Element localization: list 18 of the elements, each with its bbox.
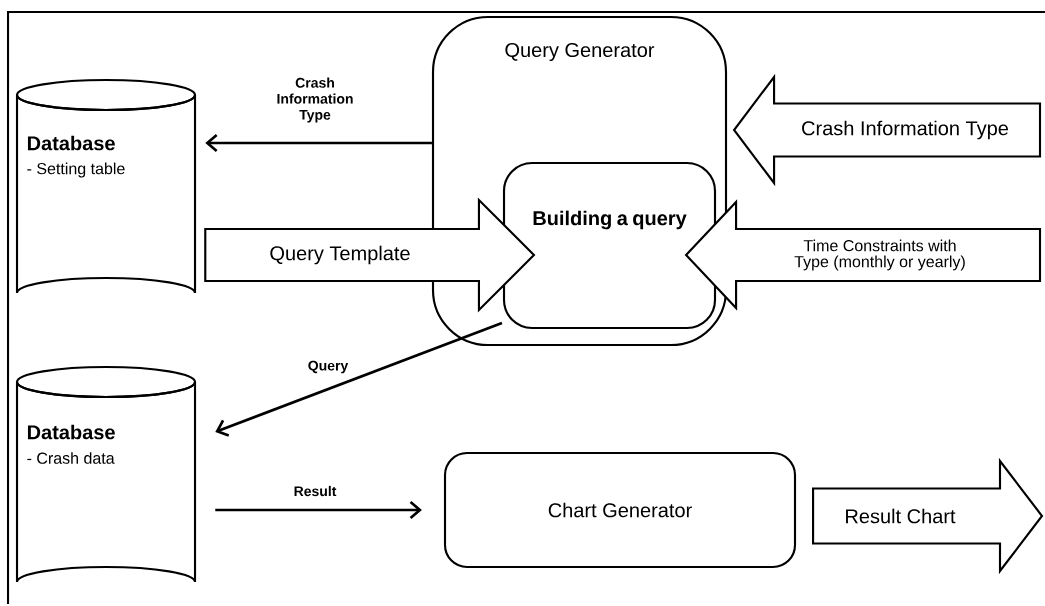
arrow [215, 500, 422, 519]
edge-label: Result Chart [846, 508, 956, 524]
edge-label: Query Template [270, 245, 410, 265]
block-arrow [684, 199, 1042, 311]
database-cylinder: Database - Setting table [15, 78, 197, 295]
edge-label: Result [292, 484, 338, 498]
edge-label: Crash Information Type [802, 120, 1009, 140]
process-box: Building a query [502, 161, 717, 330]
edge-label: Query [306, 359, 350, 375]
edge-label: Crash Information Type [263, 76, 367, 124]
arrow [215, 321, 503, 437]
block-arrow [204, 197, 536, 313]
block-arrow [732, 73, 1042, 187]
edge-label: Time Constraints with Type (monthly or yearly) [794, 239, 965, 271]
process-box: Chart Generator [443, 451, 797, 569]
database-cylinder: Database - Crash data [15, 365, 197, 584]
block-arrow [812, 457, 1044, 575]
arrow [205, 134, 432, 152]
